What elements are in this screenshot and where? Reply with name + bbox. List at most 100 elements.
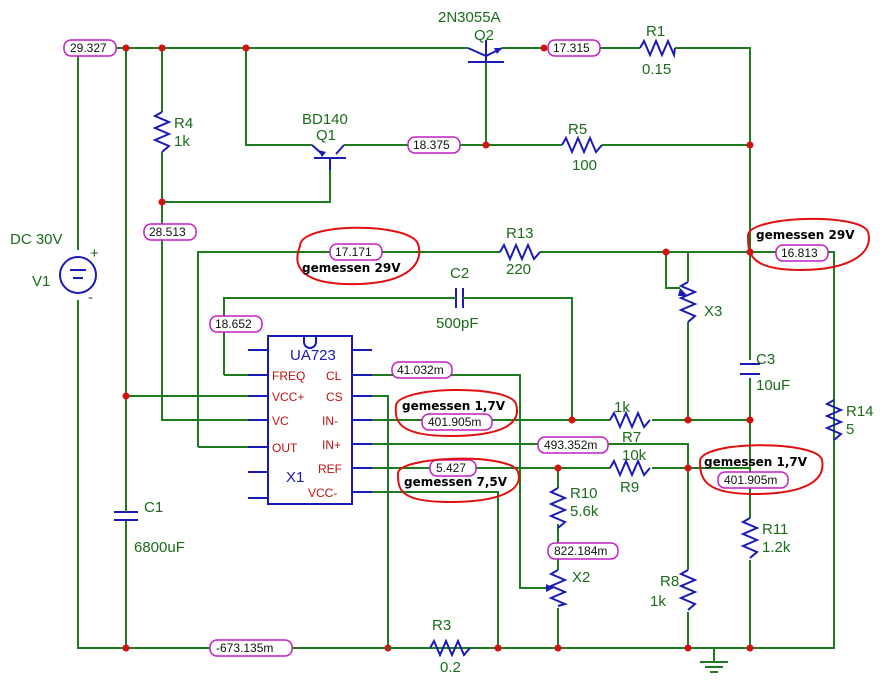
probe-q2-emitter[interactable]: 17.315 bbox=[547, 39, 601, 57]
capacitor-c2 bbox=[452, 288, 466, 308]
r7-ref-label: R7 bbox=[622, 429, 641, 446]
probe-in-minus[interactable]: 401.905m bbox=[421, 413, 493, 431]
probe-r11[interactable]: 401.905m bbox=[717, 471, 789, 489]
annotation-3-text: gemessen 1,7V bbox=[402, 399, 506, 413]
v1-minus-label: - bbox=[88, 289, 93, 306]
ic-ref-label: X1 bbox=[286, 469, 304, 486]
r10-value-label: 5.6k bbox=[570, 503, 599, 520]
x2-ref-label: X2 bbox=[572, 569, 590, 586]
wires bbox=[77, 47, 835, 673]
r3-value-label: 0.2 bbox=[440, 659, 461, 676]
resistor-r4 bbox=[152, 111, 172, 153]
probe-ref-value: 5.427 bbox=[436, 461, 466, 475]
pin-label-ref: REF bbox=[318, 462, 342, 476]
probe-freq-value: 18.652 bbox=[215, 317, 252, 331]
probe-r4-value: 28.513 bbox=[149, 225, 186, 239]
probe-r13-left[interactable]: 17.171 bbox=[329, 243, 383, 261]
annotation-2-text: gemessen 29V bbox=[756, 228, 855, 242]
v1-plus-label: + bbox=[90, 245, 99, 262]
probe-ground-return-value: -673.135m bbox=[216, 641, 273, 655]
probe-ref[interactable]: 5.427 bbox=[429, 459, 477, 477]
probe-vin-value: 29.327 bbox=[70, 41, 107, 55]
c1-ref-label: C1 bbox=[144, 499, 163, 516]
pin-label-freq: FREQ bbox=[272, 369, 305, 383]
ic-ua723 bbox=[248, 335, 372, 505]
probe-vin[interactable]: 29.327 bbox=[63, 39, 117, 57]
resistor-r7 bbox=[609, 410, 651, 430]
r8-value-label: 1k bbox=[650, 593, 666, 610]
resistor-r14 bbox=[824, 399, 844, 441]
annotation-1-text: gemessen 29V bbox=[302, 261, 401, 275]
transistor-q2 bbox=[467, 40, 504, 63]
probe-freq[interactable]: 18.652 bbox=[209, 315, 263, 333]
r13-ref-label: R13 bbox=[506, 225, 534, 242]
q2-type-label: 2N3055A bbox=[438, 9, 501, 26]
q1-type-label: BD140 bbox=[302, 111, 348, 128]
probe-r4[interactable]: 28.513 bbox=[143, 223, 197, 241]
probe-x2-value: 822.184m bbox=[554, 544, 607, 558]
probe-output[interactable]: 16.813 bbox=[775, 244, 829, 262]
pin-label-cl: CL bbox=[326, 369, 342, 383]
r3-ref-label: R3 bbox=[432, 617, 451, 634]
c2-ref-label: C2 bbox=[450, 265, 469, 282]
probe-r11-value: 401.905m bbox=[724, 473, 777, 487]
r8-ref-label: R8 bbox=[660, 573, 679, 590]
pin-label-cs: CS bbox=[326, 390, 343, 404]
x3-ref-label: X3 bbox=[704, 303, 722, 320]
r11-ref-label: R11 bbox=[762, 521, 788, 538]
resistor-r5 bbox=[561, 135, 603, 155]
pin-label-vccplus: VCC+ bbox=[272, 390, 304, 404]
transistor-q1 bbox=[311, 144, 346, 170]
potentiometer-x2 bbox=[546, 569, 568, 607]
probe-in-minus-value: 401.905m bbox=[428, 415, 481, 429]
probe-x2[interactable]: 822.184m bbox=[547, 542, 619, 560]
annotation-5: gemessen 1,7V bbox=[698, 444, 824, 496]
r10-ref-label: R10 bbox=[570, 485, 598, 502]
annotation-1: gemessen 29V bbox=[296, 226, 421, 286]
resistor-r11 bbox=[740, 517, 760, 559]
probe-cl-value: 41.032m bbox=[397, 363, 444, 377]
r4-ref-label: R4 bbox=[174, 115, 193, 132]
c1-value-label: 6800uF bbox=[134, 539, 185, 556]
resistor-r8 bbox=[678, 569, 698, 611]
resistor-r10 bbox=[548, 487, 568, 529]
v1-value-label: DC 30V bbox=[10, 231, 63, 248]
probe-cl[interactable]: 41.032m bbox=[391, 361, 453, 379]
annotation-4: gemessen 7,5V bbox=[396, 457, 520, 504]
resistor-r3 bbox=[429, 638, 471, 658]
q2-ref-label: Q2 bbox=[474, 27, 494, 44]
r7-value-label: 1k bbox=[614, 399, 630, 416]
r1-ref-label: R1 bbox=[646, 23, 665, 40]
c3-ref-label: C3 bbox=[756, 351, 775, 368]
probe-output-value: 16.813 bbox=[781, 246, 818, 260]
r13-value-label: 220 bbox=[506, 261, 531, 278]
r14-ref-label: R14 bbox=[846, 403, 874, 420]
annotation-2: gemessen 29V bbox=[746, 217, 870, 272]
pin-label-out: OUT bbox=[272, 441, 298, 455]
q1-ref-label: Q1 bbox=[316, 127, 336, 144]
junction-nodes bbox=[122, 44, 754, 652]
probe-q1-emitter[interactable]: 18.375 bbox=[407, 136, 461, 154]
probe-in-plus[interactable]: 493.352m bbox=[537, 436, 609, 454]
probe-q1-emitter-value: 18.375 bbox=[413, 138, 450, 152]
r9-value-label: 10k bbox=[622, 447, 647, 464]
probe-ground-return[interactable]: -673.135m bbox=[209, 639, 293, 657]
pin-label-inplus: IN+ bbox=[322, 438, 341, 452]
c2-value-label: 500pF bbox=[436, 315, 479, 332]
resistor-r9 bbox=[609, 458, 651, 478]
probe-q2-emitter-value: 17.315 bbox=[553, 41, 590, 55]
annotation-5-text: gemessen 1,7V bbox=[704, 455, 808, 469]
capacitor-c3 bbox=[740, 363, 760, 375]
annotation-3: gemessen 1,7V bbox=[394, 388, 519, 438]
capacitor-c1 bbox=[114, 480, 138, 521]
r5-value-label: 100 bbox=[572, 157, 597, 174]
r5-ref-label: R5 bbox=[568, 121, 587, 138]
probe-r13-left-value: 17.171 bbox=[335, 245, 372, 259]
r1-value-label: 0.15 bbox=[642, 61, 671, 78]
pin-label-vccminus: VCC- bbox=[308, 486, 337, 500]
probe-in-plus-value: 493.352m bbox=[544, 438, 597, 452]
r14-value-label: 5 bbox=[846, 421, 854, 438]
v1-ref-label: V1 bbox=[32, 273, 50, 290]
pin-label-vc: VC bbox=[272, 414, 289, 428]
